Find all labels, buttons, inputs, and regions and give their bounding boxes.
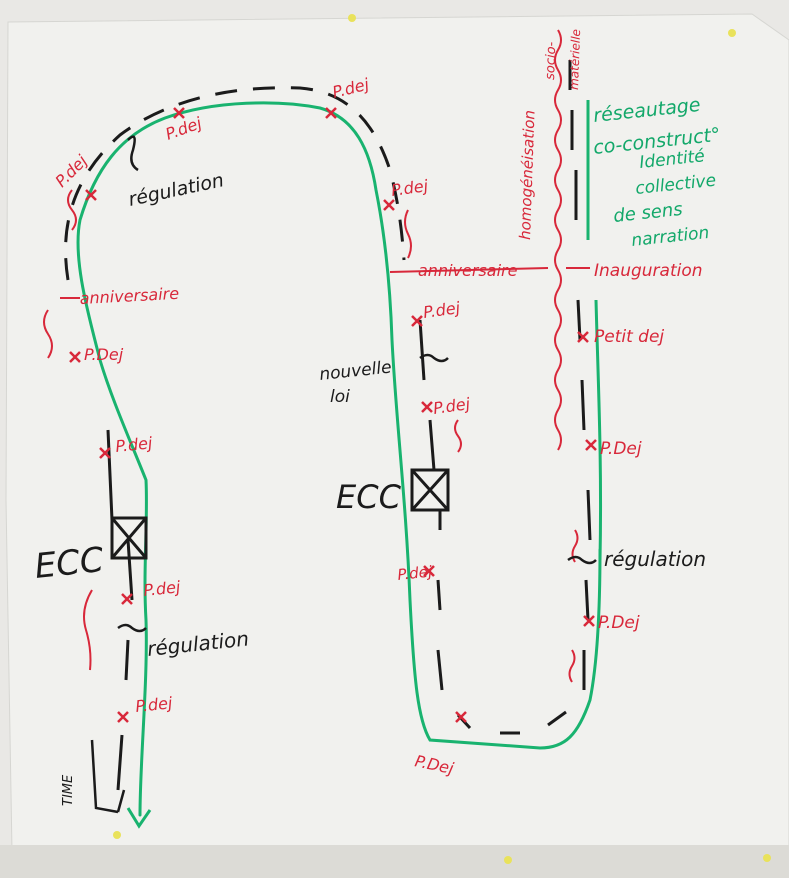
black-dashed-left-lower — [106, 429, 134, 791]
red-squiggle-mid-low — [454, 419, 462, 453]
green-arrow-head — [126, 807, 152, 829]
green-time-path-left-loop — [76, 101, 602, 817]
ecc-box-mid — [410, 468, 450, 512]
label-ecc: ECC — [336, 478, 402, 516]
x-mark — [117, 711, 129, 723]
label-petit-dej: Petit dej — [594, 327, 664, 347]
label-pdej: P.Dej — [84, 345, 124, 364]
red-line-anniversaire-mid — [389, 267, 549, 273]
pin-bottom-mid — [504, 856, 512, 864]
label-homogeneisation: homogénéisation — [516, 110, 539, 240]
label-inauguration: Inauguration — [594, 261, 703, 281]
label-pdej: P.dej — [134, 693, 173, 716]
label-materielle: matérielle — [567, 29, 583, 90]
red-wavy-line — [554, 29, 562, 451]
x-mark — [173, 107, 185, 119]
red-squiggle-left-mid — [43, 309, 53, 359]
black-dashed-right — [568, 60, 592, 690]
label-regulation: régulation — [604, 547, 706, 571]
black-squiggle-reg-top — [127, 135, 139, 172]
label-pdej: P.dej — [397, 562, 434, 584]
x-mark — [577, 331, 589, 343]
pin-bottom-left — [113, 831, 121, 839]
label-time: TIME — [61, 774, 76, 806]
x-mark — [585, 439, 597, 451]
label-pdej: P.Dej — [600, 439, 642, 459]
black-squiggle-right — [567, 555, 597, 565]
green-right-segment — [594, 299, 603, 561]
x-mark — [421, 401, 433, 413]
paper-shadow — [0, 845, 789, 878]
x-mark — [85, 189, 97, 201]
label-socio: socio- — [543, 41, 559, 80]
black-squiggle-loi — [419, 353, 449, 363]
red-x-marks — [69, 107, 597, 723]
label-pdej: P.dej — [114, 433, 153, 456]
time-bracket — [90, 739, 126, 814]
label-ecc: ECC — [33, 540, 106, 587]
black-squiggle-reg-low — [117, 623, 147, 633]
x-mark — [583, 615, 595, 627]
x-mark — [99, 447, 111, 459]
label-loi: loi — [330, 387, 350, 407]
pin-top — [348, 14, 356, 22]
x-mark — [455, 711, 467, 723]
x-mark — [325, 107, 337, 119]
x-mark — [69, 351, 81, 363]
x-mark — [383, 199, 395, 211]
red-squiggle-left-top — [67, 189, 77, 231]
pin-bottom-right — [763, 854, 771, 862]
x-mark — [121, 593, 133, 605]
black-dashed-left — [64, 86, 406, 281]
red-squiggle-mid-top — [404, 209, 412, 259]
x-mark — [411, 315, 423, 327]
pin-top-right — [728, 29, 736, 37]
ecc-box-left — [110, 516, 148, 560]
red-squiggle-left-low — [83, 589, 93, 671]
label-anniversaire: anniversaire — [418, 261, 518, 280]
label-pdej: P.Dej — [598, 613, 640, 633]
label-pdej: P.dej — [142, 577, 181, 600]
x-mark — [423, 565, 435, 577]
